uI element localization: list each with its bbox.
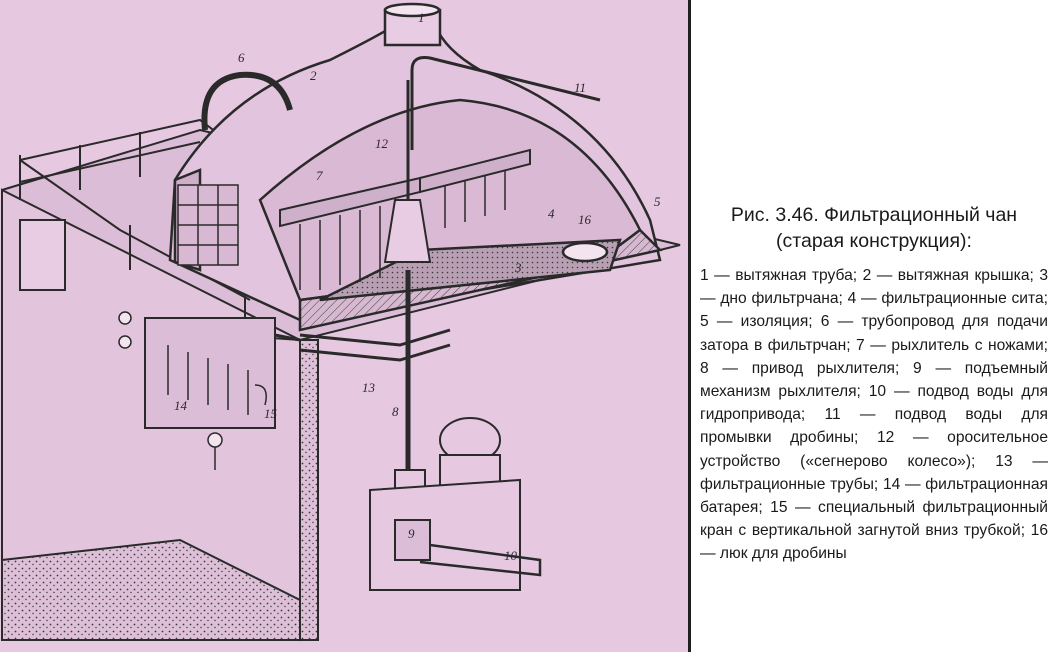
figure-title-line-2: (старая конструкция): [776,230,972,252]
column-divider [688,0,691,652]
rake-drive [369,417,542,591]
mash-feed-pipe [201,71,293,131]
figure-legend: 1 — вытяжная труба; 2 — вытяжная крышка;… [700,267,1048,563]
callout-14: 14 [174,398,188,413]
callout-5: 5 [654,194,661,209]
callout-7: 7 [316,168,323,183]
callout-10: 10 [504,548,518,563]
lauter-tun-drawing: 1 2 3 4 5 6 7 8 9 10 11 12 13 14 15 16 [0,2,681,642]
callout-4: 4 [548,206,555,221]
figure-caption: Рис. 3.46. Фильтрационный чан (старая ко… [700,202,1048,566]
rake-with-knives [279,148,531,290]
water-pipe-hydraulic [419,543,542,577]
callout-8: 8 [392,404,399,419]
wall-gauges [118,311,223,470]
callout-11: 11 [574,80,586,95]
lauter-tap [254,384,267,406]
callout-9: 9 [408,526,415,541]
figure-title-line-1: Рис. 3.46. Фильтрационный чан [730,204,1018,226]
figure-title: Рис. 3.46. Фильтрационный чан (старая ко… [700,202,1048,254]
callout-1: 1 [418,10,425,25]
lauter-battery [144,317,276,429]
callout-labels: 1 2 3 4 5 6 7 8 9 10 11 12 13 14 15 16 [174,10,661,563]
callout-12: 12 [375,136,389,151]
callout-13: 13 [362,380,376,395]
callout-16: 16 [578,212,592,227]
lift-mechanism [369,478,521,591]
callout-2: 2 [310,68,317,83]
water-pipe-rinse [410,56,601,150]
callout-6: 6 [238,50,245,65]
central-hub [383,56,601,470]
lauter-tun-illustration: 1 2 3 4 5 6 7 8 9 10 11 12 13 14 15 16 [0,0,688,652]
exhaust-pipe [383,2,442,47]
tun-vessel [168,23,663,332]
callout-15: 15 [264,406,278,421]
callout-3: 3 [514,260,522,275]
